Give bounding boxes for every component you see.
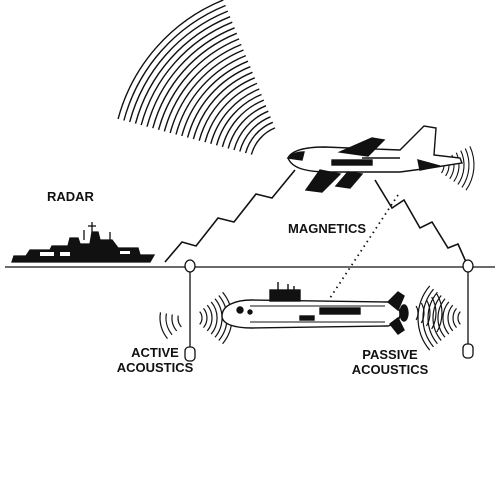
wake-wave-arc [453, 152, 460, 182]
passive-sonar-arc [417, 285, 431, 351]
active-sonar-arc [159, 312, 168, 339]
radar-wave-arc [250, 127, 276, 155]
active-acoustics-label: ACTIVE ACOUSTICS [110, 345, 200, 375]
radar-wave-arc [163, 43, 242, 132]
radar-wave-arc [129, 10, 229, 123]
magnetic-dotted-line [329, 194, 399, 299]
passive-sonar-arc [432, 295, 442, 341]
radar-wave-arc [140, 21, 233, 126]
wake-wave-arc [465, 146, 475, 191]
passive-sonar-arc [437, 298, 446, 338]
aircraft-icon [286, 125, 463, 193]
sonobuoy-icon [184, 259, 196, 362]
active-acoustics-line2: ACOUSTICS [116, 360, 194, 375]
ship-icon [11, 222, 156, 263]
passive-sonar-arc [452, 308, 457, 328]
radar-wave-arc [192, 71, 253, 140]
radar-wave-fan [117, 0, 276, 155]
passive-sonar-arc [447, 304, 454, 332]
radar-wave-arc [239, 116, 271, 152]
radar-wave-arc [146, 27, 235, 127]
passive-sonar-arc [420, 302, 425, 324]
radar-zigzag-beam [164, 169, 296, 263]
active-acoustics-line1: ACTIVE [131, 345, 179, 360]
radar-wave-arc [123, 4, 226, 121]
passive-sonar-arc [436, 293, 443, 333]
radar-wave-arc [186, 66, 251, 138]
radar-label: RADAR [47, 189, 94, 204]
radar-wave-arc [215, 93, 262, 146]
passive-acoustics-line1: PASSIVE [362, 347, 418, 362]
radar-wave-arc [233, 110, 269, 151]
radar-wave-arc [198, 77, 256, 141]
passive-sonar-arc [427, 291, 438, 345]
active-sonar-waves [159, 291, 233, 345]
active-sonar-arc [206, 304, 213, 332]
passive-acoustics-label: PASSIVE ACOUSTICS [340, 347, 440, 377]
active-sonar-arc [199, 311, 203, 325]
radar-wave-arc [227, 105, 267, 149]
passive-sonar-arc [415, 305, 419, 321]
radar-wave-arc [117, 0, 224, 120]
magnetics-label: MAGNETICS [288, 221, 366, 236]
radar-wave-arc [157, 38, 240, 130]
active-sonar-arc [210, 301, 218, 335]
active-sonar-arc [165, 313, 173, 336]
sonobuoy-icon [462, 259, 474, 359]
radar-wave-arc [210, 88, 260, 144]
passive-sonar-arc [442, 301, 450, 335]
passive-sonar-arc [431, 296, 437, 330]
passive-sonar-waves [415, 285, 461, 351]
wake-wave-arc [457, 150, 465, 185]
aircraft-wake-waves [441, 146, 475, 191]
submarine-icon [221, 282, 409, 335]
radar-wave-arc [175, 54, 247, 135]
radar-wave-arc [244, 121, 274, 154]
radar-wave-arc [204, 82, 258, 143]
active-sonar-arc [214, 298, 223, 338]
passive-sonar-arc [425, 299, 431, 327]
wake-wave-arc [461, 148, 470, 188]
radar-wave-arc [169, 49, 244, 134]
active-sonar-arc [177, 315, 182, 328]
active-sonar-arc [171, 314, 178, 332]
radar-wave-arc [181, 60, 249, 137]
radar-wave-arc [152, 32, 238, 129]
passive-acoustics-line2: ACOUSTICS [351, 362, 429, 377]
radar-wave-arc [221, 99, 265, 148]
radar-wave-arc [134, 16, 231, 124]
active-sonar-arc [203, 308, 208, 328]
magnetics-zigzag-beam [374, 179, 467, 263]
passive-sonar-arc [457, 311, 461, 325]
